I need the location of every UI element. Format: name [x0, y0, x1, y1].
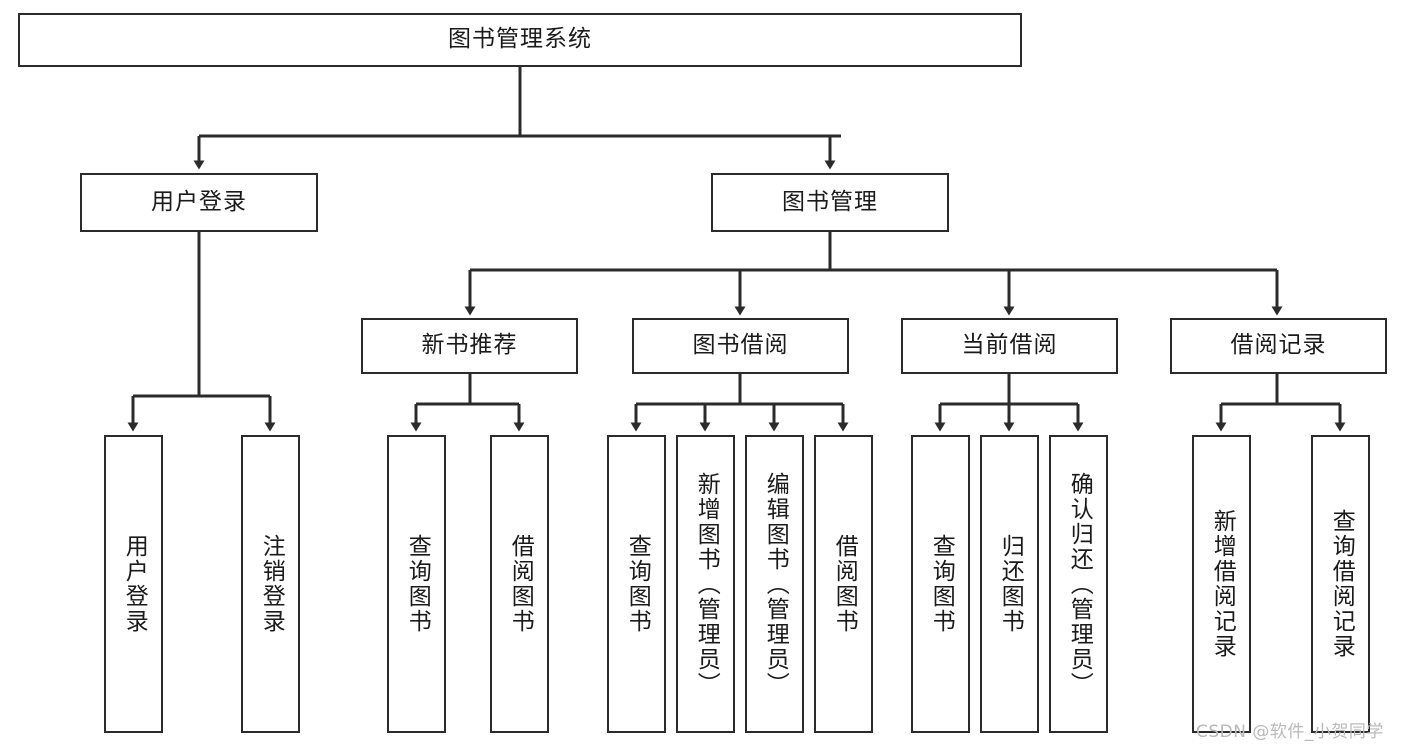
node-leaf-user-login-label: 用户登录: [121, 534, 148, 634]
node-book-borrow-label: 图书借阅: [692, 332, 789, 359]
node-leaf-query-book-1[interactable]: 查询图书: [387, 435, 446, 733]
node-current-borrow[interactable]: 当前借阅: [901, 318, 1118, 374]
node-root[interactable]: 图书管理系统: [18, 13, 1022, 67]
node-leaf-user-login[interactable]: 用户登录: [104, 435, 163, 733]
node-book-manage-label: 图书管理: [782, 188, 878, 215]
node-leaf-confirm-return-label: 确认归还（管理员）: [1066, 471, 1093, 697]
node-leaf-borrow-book-2[interactable]: 借阅图书: [814, 435, 873, 733]
node-leaf-borrow-book-2-label: 借阅图书: [831, 534, 858, 634]
node-user-login-label: 用户登录: [151, 188, 247, 215]
node-leaf-borrow-book-1[interactable]: 借阅图书: [490, 435, 549, 733]
node-leaf-query-book-3-label: 查询图书: [928, 534, 955, 634]
node-current-borrow-label: 当前借阅: [961, 332, 1058, 359]
node-leaf-query-record[interactable]: 查询借阅记录: [1311, 435, 1370, 733]
node-book-manage[interactable]: 图书管理: [711, 173, 949, 232]
node-book-borrow[interactable]: 图书借阅: [632, 318, 849, 374]
node-leaf-user-logout-label: 注销登录: [258, 534, 285, 634]
node-new-book-recommend-label: 新书推荐: [421, 332, 518, 359]
node-leaf-query-book-2-label: 查询图书: [624, 534, 651, 634]
node-leaf-add-record-label: 新增借阅记录: [1209, 509, 1236, 659]
node-leaf-edit-book[interactable]: 编辑图书（管理员）: [745, 435, 804, 733]
node-leaf-query-book-3[interactable]: 查询图书: [911, 435, 970, 733]
node-borrow-record[interactable]: 借阅记录: [1170, 318, 1387, 374]
node-leaf-user-logout[interactable]: 注销登录: [241, 435, 300, 733]
node-root-label: 图书管理系统: [448, 26, 592, 53]
node-leaf-return-book-label: 归还图书: [997, 534, 1024, 634]
node-leaf-query-record-label: 查询借阅记录: [1328, 509, 1355, 659]
node-user-login[interactable]: 用户登录: [80, 173, 318, 232]
node-leaf-add-book[interactable]: 新增图书（管理员）: [676, 435, 735, 733]
node-borrow-record-label: 借阅记录: [1230, 332, 1327, 359]
node-leaf-borrow-book-1-label: 借阅图书: [507, 534, 534, 634]
node-leaf-query-book-2[interactable]: 查询图书: [607, 435, 666, 733]
node-leaf-edit-book-label: 编辑图书（管理员）: [762, 471, 789, 697]
csdn-watermark: CSDN @软件_小贺同学: [1196, 722, 1384, 742]
node-new-book-recommend[interactable]: 新书推荐: [361, 318, 578, 374]
node-leaf-return-book[interactable]: 归还图书: [980, 435, 1039, 733]
node-leaf-confirm-return[interactable]: 确认归还（管理员）: [1049, 435, 1108, 733]
node-leaf-query-book-1-label: 查询图书: [404, 534, 431, 634]
node-leaf-add-record[interactable]: 新增借阅记录: [1192, 435, 1251, 733]
node-leaf-add-book-label: 新增图书（管理员）: [693, 471, 720, 697]
